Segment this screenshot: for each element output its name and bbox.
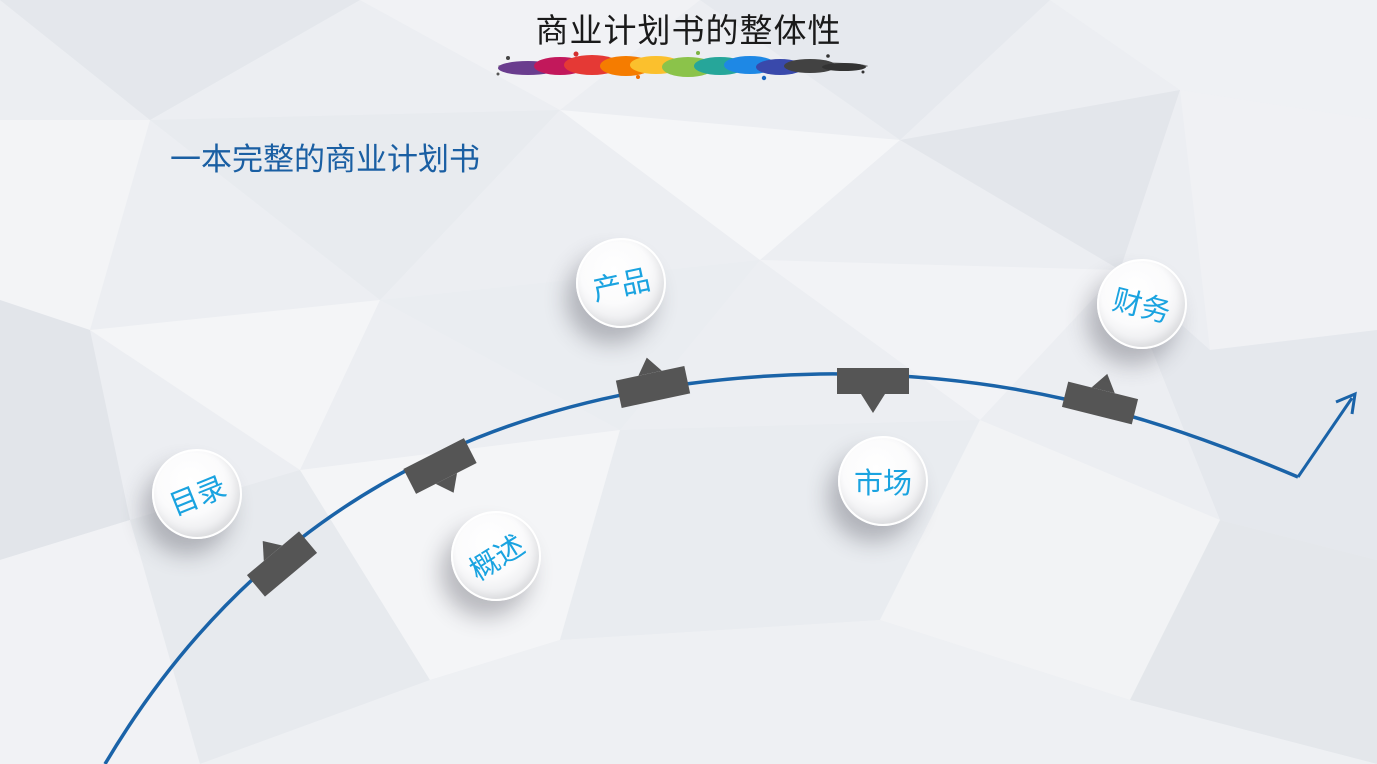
page-title: 商业计划书的整体性 xyxy=(535,11,842,50)
node-product[interactable]: 产品 xyxy=(576,238,666,328)
marker-catalog xyxy=(246,531,318,597)
node-catalog[interactable]: 目录 xyxy=(152,449,242,539)
marker-overview xyxy=(403,438,477,494)
node-label-overview: 概述 xyxy=(463,527,531,588)
arrow-head-icon xyxy=(1335,391,1357,415)
arrow-tail-line xyxy=(1296,397,1354,478)
marker-product xyxy=(615,357,691,408)
subtitle: 一本完整的商业计划书 xyxy=(170,142,480,178)
marker-market xyxy=(837,368,909,413)
node-label-product: 产品 xyxy=(589,262,654,308)
node-finance[interactable]: 财务 xyxy=(1097,259,1187,349)
paint-splash-decoration xyxy=(496,51,868,81)
node-label-market: 市场 xyxy=(853,466,912,500)
node-label-finance: 财务 xyxy=(1109,282,1174,330)
node-market[interactable]: 市场 xyxy=(838,436,928,526)
marker-finance xyxy=(1061,373,1139,425)
node-overview[interactable]: 概述 xyxy=(451,511,541,601)
node-label-catalog: 目录 xyxy=(164,469,232,523)
